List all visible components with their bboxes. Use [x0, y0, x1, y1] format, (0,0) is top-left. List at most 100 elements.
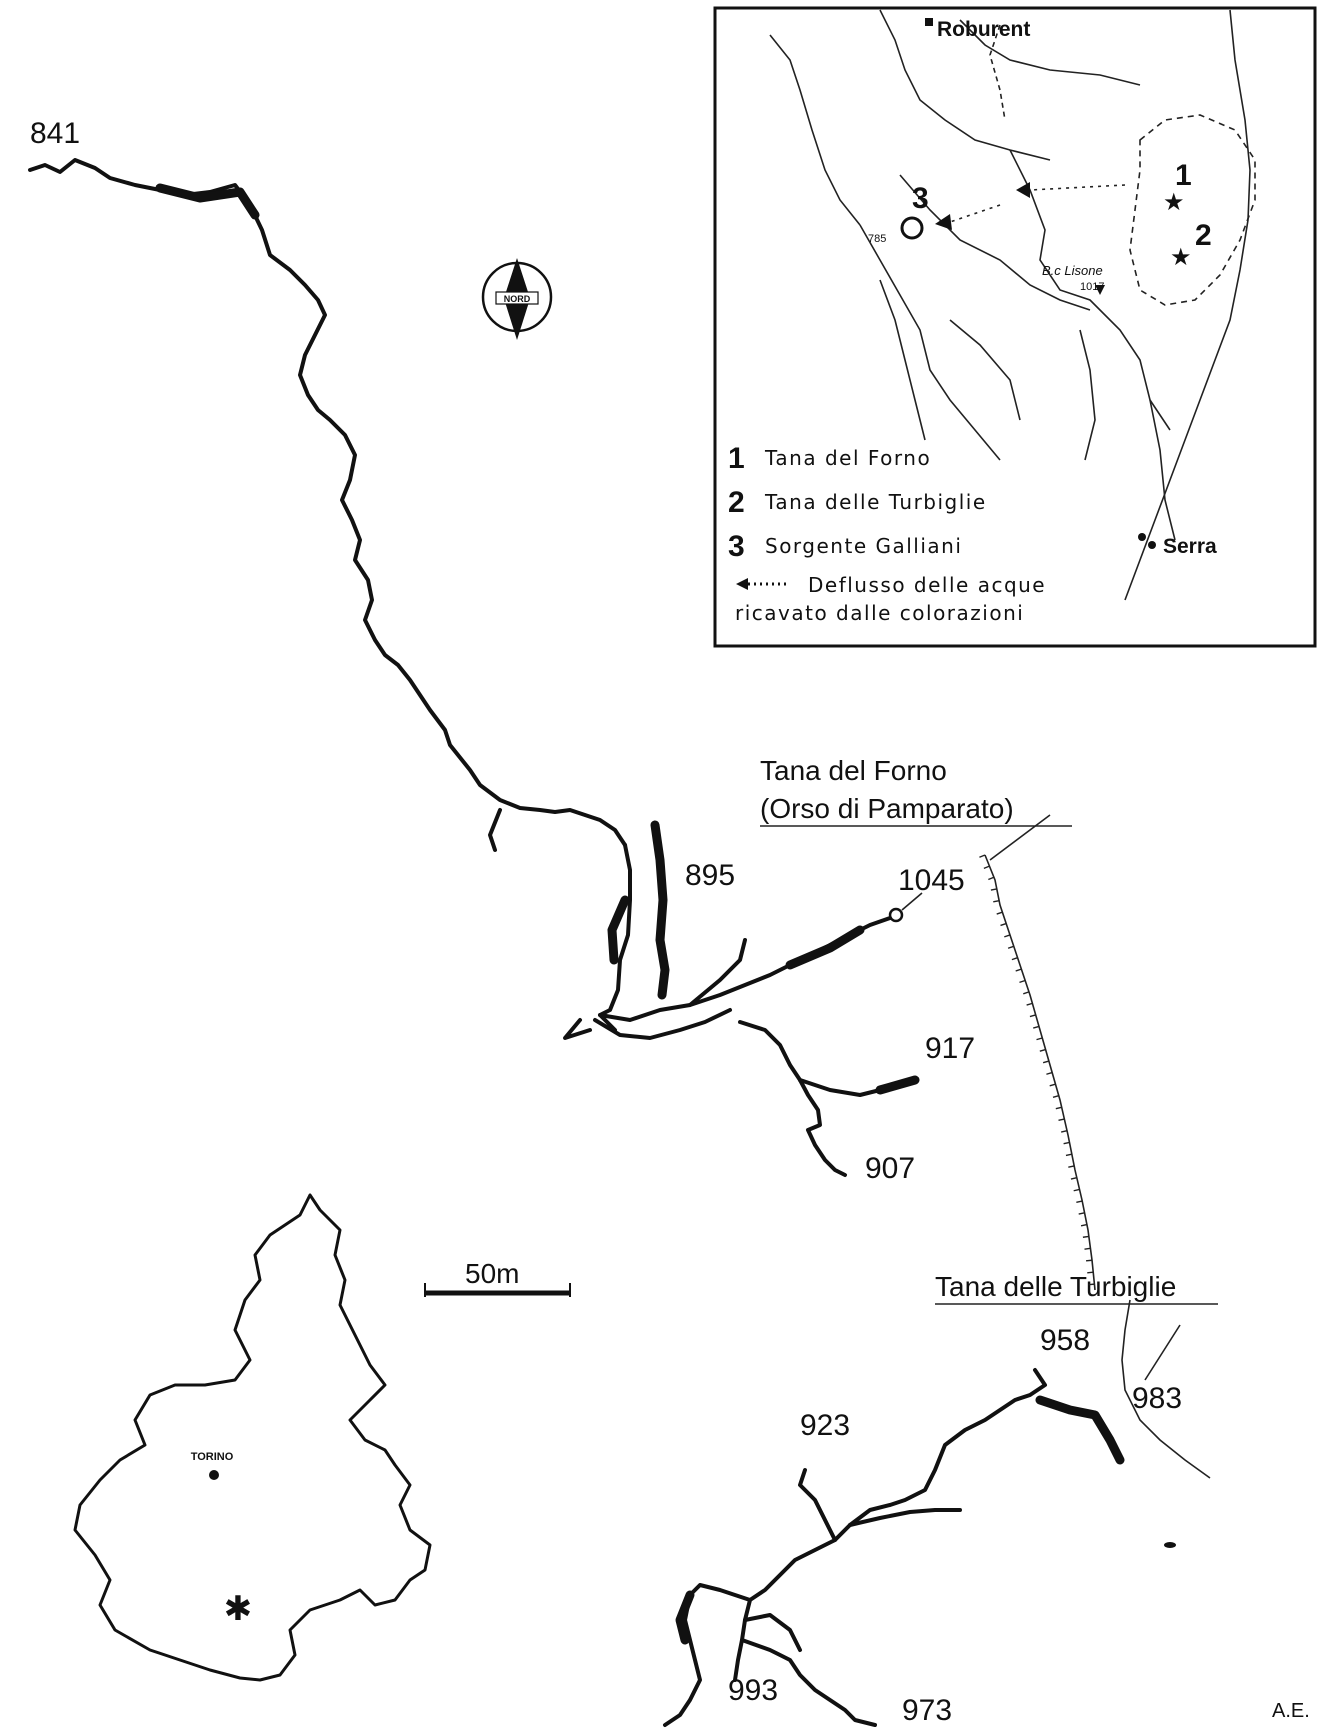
stream-3: [959, 19, 1141, 86]
passage-973: [740, 1638, 877, 1727]
cliff-hatch-tick: [1007, 945, 1015, 949]
stream-7: [1124, 9, 1251, 601]
passage-923: [848, 1508, 962, 1527]
chamber-1045-passage: [785, 925, 865, 970]
flow-arrowhead-1: [1016, 182, 1030, 198]
stream-1: [769, 34, 861, 226]
cliff-hatch-tick: [1070, 1177, 1077, 1180]
branch-left: [563, 1018, 592, 1040]
cliff-hatch-tick: [983, 865, 990, 870]
leader-turbiglie: [1144, 1324, 1181, 1381]
chamber-983: [1035, 1395, 1125, 1465]
elevation-993: 993: [728, 1674, 778, 1707]
elevation-923: 923: [800, 1409, 850, 1442]
star-1-icon: ★: [1163, 189, 1185, 216]
karst-basin: [1129, 114, 1256, 306]
summit-triangle-icon: [1095, 285, 1105, 295]
legend-flow-line1: Deflusso delle acque: [808, 573, 1046, 597]
stream-11: [1149, 399, 1176, 541]
elevation-907: 907: [865, 1152, 915, 1185]
torino-dot: [209, 1470, 219, 1480]
cave-name-forno-alt: (Orso di Pamparato): [760, 793, 1014, 824]
elevation-841: 841: [30, 117, 80, 150]
stream-4: [899, 174, 1091, 311]
legend-num-1: 1: [728, 442, 745, 475]
passage-993: [663, 1583, 752, 1727]
inset-frame: [713, 6, 1317, 648]
serra-dot: [1138, 533, 1146, 541]
stream-2: [879, 9, 1051, 161]
cliff-hatch-tick: [1036, 1037, 1043, 1041]
cliff-hatch-tick: [993, 899, 1000, 903]
stream-5: [859, 224, 1001, 461]
cliff-hatch-tick: [1073, 1188, 1080, 1192]
author-mark: A.E.: [1272, 1700, 1310, 1722]
star-2-icon: ★: [1170, 244, 1192, 271]
spring-marker-icon: [900, 216, 924, 240]
cliff-hatch-tick: [1058, 1118, 1065, 1122]
marker-1: 1: [1175, 159, 1192, 192]
stream-9: [1079, 329, 1096, 461]
entrance-1045-icon: [888, 907, 904, 923]
legend-flow-line2: ricavato dalle colorazioni: [735, 601, 1024, 625]
cliff-hatch-tick: [1052, 1095, 1059, 1099]
cliff-hatch-tick: [1082, 1235, 1089, 1238]
stream-10: [949, 319, 1021, 421]
elevation-958: 958: [1040, 1324, 1090, 1357]
elevation-983: 983: [1132, 1382, 1182, 1415]
north-arrow-icon: NORD: [481, 258, 553, 340]
passage-841: [28, 158, 627, 847]
cliff-hatch-tick: [996, 911, 1003, 915]
cliff-hatch-tick: [1029, 1014, 1036, 1018]
cliff-hatch-tick: [1011, 957, 1018, 961]
side-branch: [488, 808, 502, 852]
passage-923-up: [798, 1468, 837, 1542]
scale-bar: 50m: [424, 1258, 571, 1297]
passage-junction: [593, 1008, 732, 1040]
legend-num-3: 3: [728, 530, 745, 563]
elevation-917: 917: [925, 1032, 975, 1065]
serra-dot-2: [1148, 541, 1156, 549]
inset-map: 3 785 1 ★ 2 ★ B.c Lisone 1017 Roburent S…: [713, 6, 1317, 648]
cliff-hatch-tick: [1049, 1083, 1056, 1087]
stream-8: [879, 279, 926, 441]
legend-text-3: Sorgente Galliani: [765, 534, 962, 558]
piedmont-border: [73, 1193, 432, 1682]
branch-up: [688, 938, 747, 1007]
cliff-hatch-tick: [1078, 1212, 1085, 1215]
marker-3: 3: [912, 182, 929, 215]
cave-name-forno: Tana del Forno: [760, 755, 947, 786]
elevation-1045: 1045: [898, 864, 965, 897]
cliff-hatch-tick: [1055, 1106, 1062, 1110]
place-roburent: Roburent: [937, 18, 1030, 41]
elevation-895: 895: [685, 859, 735, 892]
cliff-hatch-tick: [1046, 1071, 1053, 1075]
leader-forno: [989, 814, 1051, 861]
cave-location-asterisk-icon: ✱: [224, 1590, 253, 1628]
cliff-hatch-tick: [1076, 1200, 1083, 1203]
legend-text-2: Tana delle Turbiglie: [764, 490, 987, 514]
cliff-hatch-tick: [979, 854, 986, 858]
cliff-hatch-tick: [990, 888, 997, 891]
cliff-hatch-tick: [1015, 968, 1022, 972]
cliff-hatch-tick: [1033, 1025, 1040, 1029]
cliff-hatch-tick: [1042, 1060, 1050, 1064]
surface-line: [984, 814, 1211, 1479]
cliff-hatch-tick: [1026, 1002, 1033, 1006]
cliff-hatch-tick: [1065, 1153, 1072, 1157]
cave-name-turbiglie: Tana delle Turbiglie: [935, 1271, 1176, 1302]
chamber-895b: [607, 895, 630, 965]
cliff-hatch-tick: [1004, 934, 1011, 938]
cliff-hatch-tick: [1023, 991, 1030, 995]
cliff-hatch-tick: [1019, 979, 1026, 984]
leader-1045: [901, 892, 923, 911]
scale-bar-label: 50m: [465, 1258, 519, 1289]
cliff-hatch-tick: [1068, 1165, 1075, 1168]
cliff-hatch-tick: [1080, 1223, 1088, 1227]
marker-2: 2: [1195, 219, 1212, 252]
legend-flow-arrowhead: [736, 578, 748, 590]
cliff-hatch-tick: [1088, 1283, 1095, 1286]
chamber-841: [155, 183, 260, 220]
city-torino: TORINO: [191, 1451, 234, 1463]
